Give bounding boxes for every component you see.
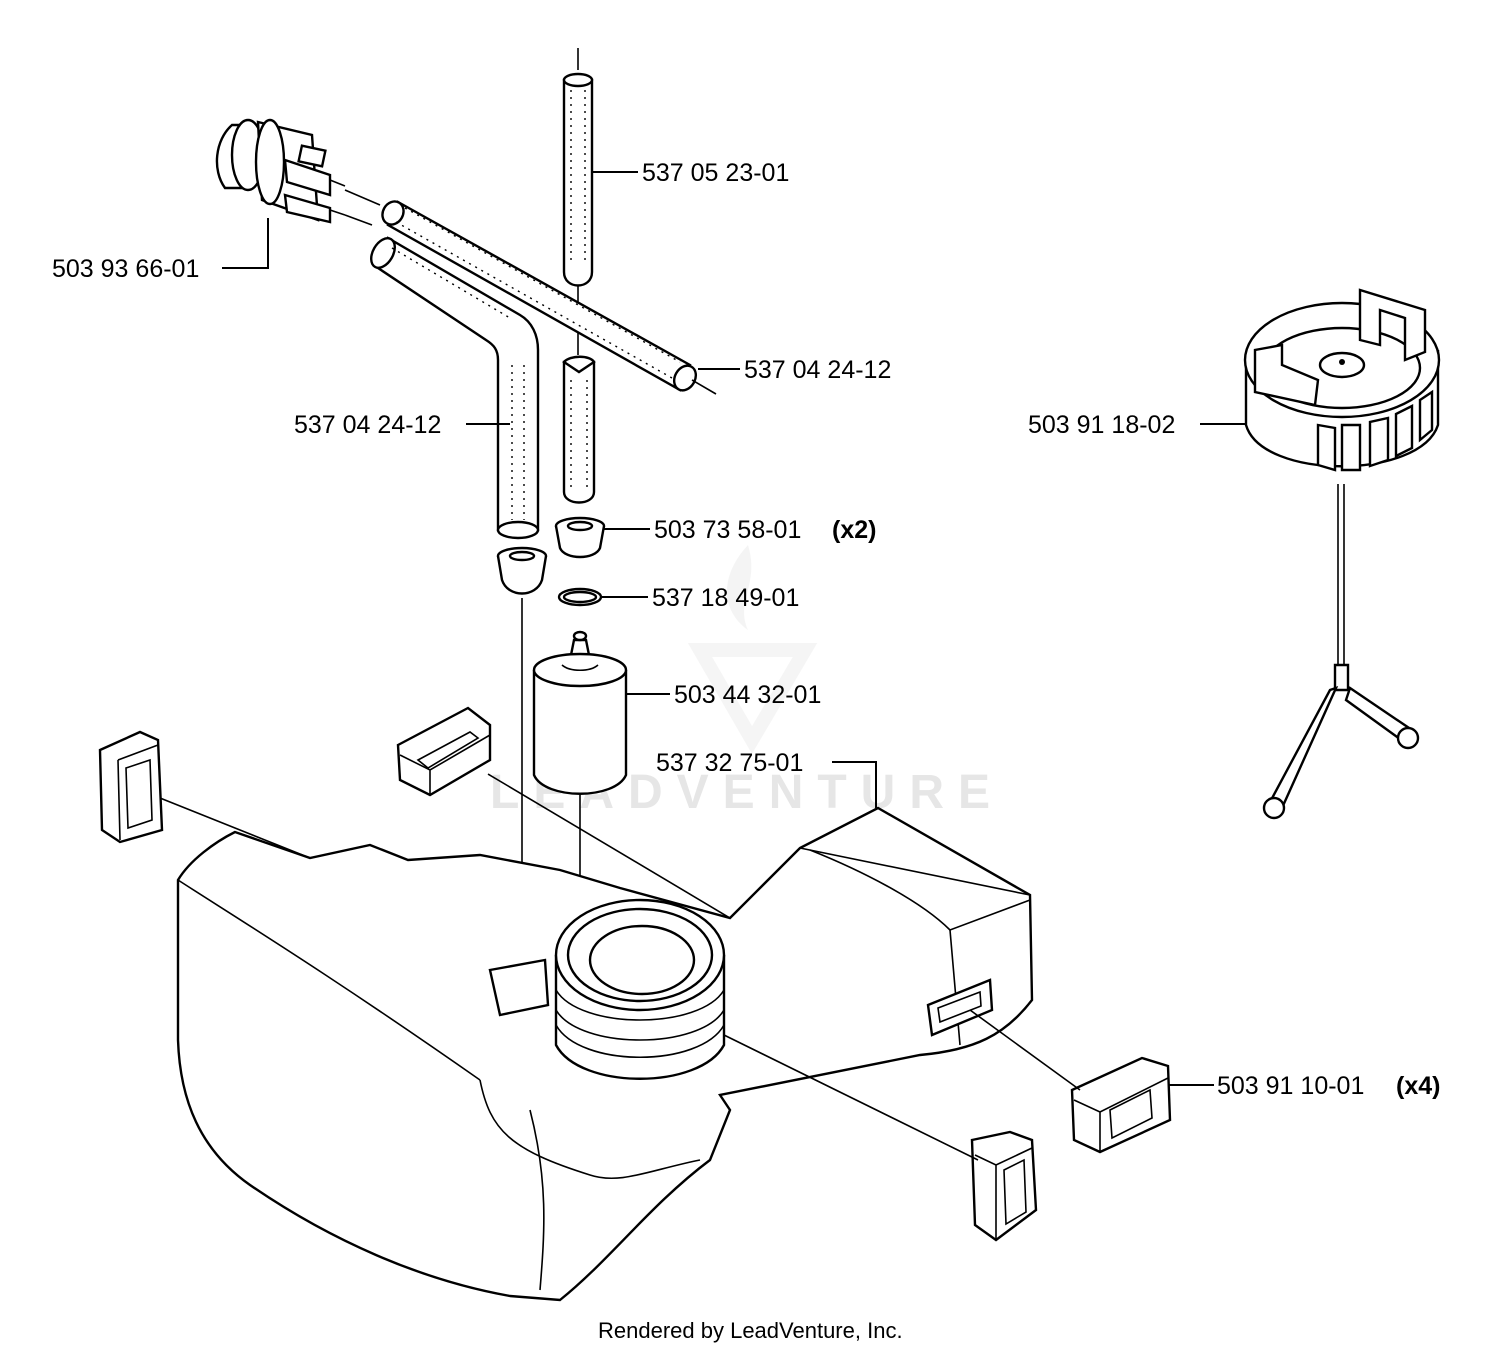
label-fuel-filter[interactable]: 503 44 32-01 xyxy=(674,681,821,709)
label-fuel-tank[interactable]: 537 32 75-01 xyxy=(656,749,803,777)
label-fuel-hose-lower[interactable]: 537 04 24-12 xyxy=(294,411,441,439)
rubber-mount-3[interactable] xyxy=(1070,1056,1172,1154)
label-fuel-cap[interactable]: 503 91 18-02 xyxy=(1028,411,1175,439)
fuel-hose-upper[interactable] xyxy=(378,198,700,395)
grommet-right[interactable] xyxy=(554,516,606,559)
mount-2-axis xyxy=(487,773,731,919)
watermark-logo xyxy=(687,545,818,754)
label-vent-hose[interactable]: 537 05 23-01 xyxy=(642,159,789,187)
label-rubber-mount-qty: (x4) xyxy=(1396,1072,1440,1100)
label-rubber-mount[interactable]: 503 91 10-01 xyxy=(1217,1072,1364,1100)
rubber-mount-2[interactable] xyxy=(396,706,492,797)
grommet-left[interactable] xyxy=(496,546,548,595)
fuel-hose-upper-axis xyxy=(691,379,717,395)
label-fuel-hose-upper[interactable]: 537 04 24-12 xyxy=(744,356,891,384)
primer-bulb[interactable] xyxy=(215,118,381,226)
fuel-filter[interactable] xyxy=(532,630,628,795)
label-o-ring[interactable]: 537 18 49-01 xyxy=(652,584,799,612)
rubber-mount-4[interactable] xyxy=(970,1130,1038,1242)
mount-3-axis xyxy=(969,1009,1081,1091)
vent-hose[interactable] xyxy=(562,48,594,287)
leader-primer-bulb xyxy=(222,218,269,269)
o-ring[interactable] xyxy=(557,587,603,607)
leader-fuel-tank xyxy=(832,761,877,808)
rubber-mount-1[interactable] xyxy=(98,730,164,844)
mount-4-axis xyxy=(723,1034,979,1161)
filter-hose[interactable] xyxy=(562,355,596,504)
fuel-hose-lower[interactable] xyxy=(366,234,540,540)
mount-1-axis xyxy=(159,797,311,859)
fuel-tank[interactable] xyxy=(176,806,1034,1302)
label-grommet[interactable]: 503 73 58-01 xyxy=(654,516,801,544)
fuel-cap[interactable] xyxy=(1243,288,1441,820)
label-grommet-qty: (x2) xyxy=(832,516,876,544)
footer-credit: Rendered by LeadVenture, Inc. xyxy=(598,1318,903,1343)
label-primer-bulb[interactable]: 503 93 66-01 xyxy=(52,255,199,283)
